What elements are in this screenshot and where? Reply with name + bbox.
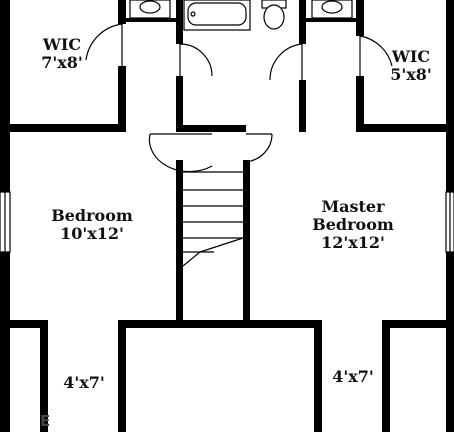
wall-bath-bottom-left xyxy=(176,125,246,132)
master-name-line2: Bedroom xyxy=(312,215,394,234)
wic-left-label: WIC 7'x8' xyxy=(24,36,100,72)
sink-right xyxy=(311,0,353,19)
wall-top-right-wic-left-lower xyxy=(356,76,364,130)
closet-left-wall-left xyxy=(40,320,48,432)
wall-right-wic-bottom xyxy=(356,124,454,132)
door-swing-bath-left xyxy=(179,43,213,77)
door-swing-hall-right xyxy=(245,133,273,163)
toilet-bowl xyxy=(263,4,285,30)
door-swing-left-wic xyxy=(85,23,123,66)
master-name-line1: Master xyxy=(321,197,385,216)
wic-right-size: 5'x8' xyxy=(390,65,432,84)
wall-hall-bottom xyxy=(118,320,322,328)
staircase xyxy=(182,171,244,267)
wall-bedroom-bottom xyxy=(0,320,48,328)
closet-right-label: 4'x7' xyxy=(324,368,382,386)
closet-left-wall-right xyxy=(118,320,126,432)
bedroom-label: Bedroom 10'x12' xyxy=(40,207,144,243)
wall-left-wic-bottom xyxy=(0,124,126,132)
wic-left-size: 7'x8' xyxy=(41,53,83,72)
bedroom-name: Bedroom xyxy=(51,206,133,225)
master-bedroom-label: Master Bedroom 12'x12' xyxy=(298,198,408,252)
edge-mark: E xyxy=(40,412,51,430)
closet-left-size: 4'x7' xyxy=(63,373,105,392)
closet-right-size: 4'x7' xyxy=(332,367,374,386)
door-swing-right-wic xyxy=(359,35,393,76)
wall-bath-right xyxy=(299,0,306,44)
wall-top-left-wic-right xyxy=(118,0,126,24)
wall-top-right-wic-left xyxy=(356,0,364,36)
wall-top-left-wic-right-lower xyxy=(118,66,126,130)
wall-bath-top-line xyxy=(126,18,176,22)
wic-left-name: WIC xyxy=(42,35,82,54)
door-swing-hall-left xyxy=(148,133,213,173)
bathtub-drain xyxy=(190,11,196,17)
closet-right-wall-right xyxy=(382,320,390,432)
wic-right-label: WIC 5'x8' xyxy=(376,48,446,84)
wall-bath-left xyxy=(176,0,183,44)
closet-left-label: 4'x7' xyxy=(54,374,114,392)
stair-wall-left xyxy=(176,160,183,322)
bathtub-inner xyxy=(187,2,247,26)
wall-bath-right-lower xyxy=(299,80,306,132)
wic-right-name: WIC xyxy=(391,47,431,66)
sink-left xyxy=(129,0,171,19)
door-swing-bath-right xyxy=(269,43,303,81)
sink-right-bowl xyxy=(321,0,343,14)
bedroom-size: 10'x12' xyxy=(60,224,124,243)
closet-right-wall-left xyxy=(314,320,322,432)
sink-left-bowl xyxy=(139,0,161,14)
wall-bath-left-lower xyxy=(176,76,183,132)
master-size: 12'x12' xyxy=(321,233,385,252)
stair-wall-right xyxy=(243,160,250,322)
wall-master-bottom xyxy=(382,320,454,328)
wall-bath-top-line-right xyxy=(306,18,356,22)
